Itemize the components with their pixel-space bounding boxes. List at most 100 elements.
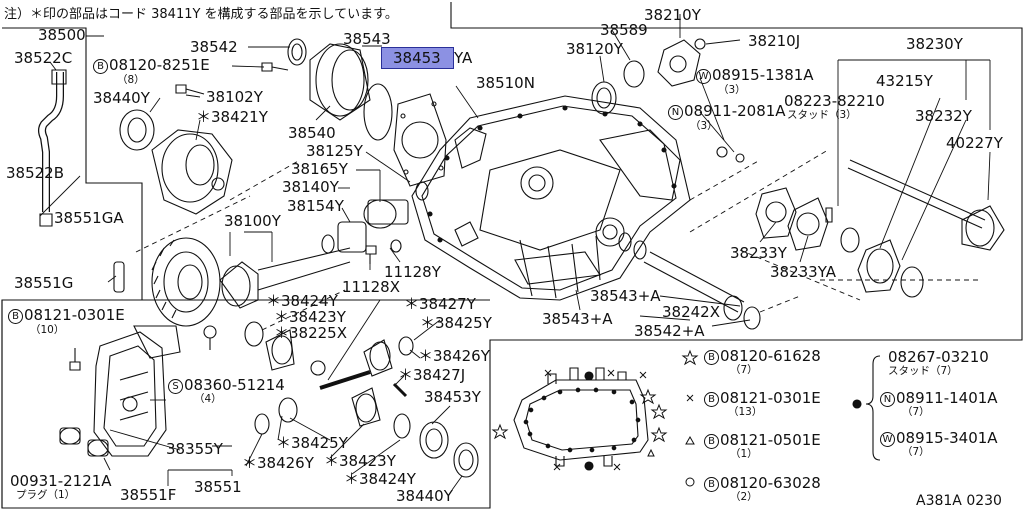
label-38551GA[interactable]: 38551GA bbox=[54, 209, 124, 227]
label-38423Y-a[interactable]: ＊38423Y bbox=[274, 308, 346, 326]
triangle-icon bbox=[686, 437, 694, 444]
label-38154Y[interactable]: 38154Y bbox=[287, 197, 344, 215]
label-38543[interactable]: 38543 bbox=[343, 30, 391, 48]
label-38427J[interactable]: ＊38427J bbox=[398, 366, 466, 384]
side-flanges bbox=[756, 188, 923, 297]
label-38165Y[interactable]: 38165Y bbox=[291, 160, 348, 178]
label-38551G[interactable]: 38551G bbox=[14, 274, 74, 292]
washer-prefix-icon: W bbox=[880, 432, 895, 447]
bolt-prefix-icon: B bbox=[704, 477, 719, 492]
label-38102Y[interactable]: 38102Y bbox=[206, 88, 263, 106]
star-icon bbox=[652, 405, 666, 418]
label-38233YA[interactable]: 38233YA bbox=[770, 263, 836, 281]
label-38140Y[interactable]: 38140Y bbox=[282, 178, 339, 196]
leader-lines bbox=[40, 14, 990, 326]
gasket-plate bbox=[394, 94, 446, 186]
label-38355Y[interactable]: 38355Y bbox=[166, 440, 223, 458]
label-38230Y[interactable]: 38230Y bbox=[906, 35, 963, 53]
side-retainer bbox=[310, 44, 370, 120]
label-38426Y-a[interactable]: ＊38426Y bbox=[418, 347, 490, 365]
label-38424Y-a[interactable]: ＊38424Y bbox=[266, 292, 338, 310]
label-38425Y-a[interactable]: ＊38425Y bbox=[420, 314, 492, 332]
label-38540[interactable]: 38540 bbox=[288, 124, 336, 142]
housing-bolt-holes bbox=[428, 106, 676, 242]
label-40227Y[interactable]: 40227Y bbox=[946, 134, 1003, 152]
label-38522C[interactable]: 38522C bbox=[14, 49, 73, 67]
label-38453Y[interactable]: 38453Y bbox=[424, 388, 481, 406]
diagram-code: A381A 0230 bbox=[916, 493, 1002, 509]
nut-prefix-icon: N bbox=[880, 392, 895, 407]
label-38120Y[interactable]: 38120Y bbox=[566, 40, 623, 58]
label-38543A-1[interactable]: 38543+A bbox=[590, 287, 661, 305]
label-38225X[interactable]: ＊38225X bbox=[274, 324, 347, 342]
label-38421Y[interactable]: ＊38421Y bbox=[196, 108, 268, 126]
axle-shaft-long bbox=[848, 160, 1004, 250]
qty-08360-51214: （4） bbox=[194, 393, 222, 405]
label-38125Y[interactable]: 38125Y bbox=[306, 142, 363, 160]
label-38233Y[interactable]: 38233Y bbox=[730, 244, 787, 262]
cover-legend-symbols bbox=[493, 351, 697, 486]
label-08223-82210[interactable]: 08223-82210 bbox=[784, 92, 885, 110]
cross-icon bbox=[554, 464, 560, 470]
label-38542A[interactable]: 38542+A bbox=[634, 322, 705, 340]
diff-gears bbox=[245, 322, 478, 477]
label-38425Y-b[interactable]: ＊38425Y bbox=[276, 434, 348, 452]
label-38232Y[interactable]: 38232Y bbox=[915, 107, 972, 125]
star-icon bbox=[683, 351, 697, 364]
dot-bracket bbox=[866, 356, 880, 460]
highlight-box bbox=[381, 47, 454, 69]
cover-bolt-marks bbox=[524, 372, 861, 470]
label-38242X[interactable]: 38242X bbox=[662, 303, 720, 321]
label-38510N[interactable]: 38510N bbox=[476, 74, 535, 92]
label-38542-top[interactable]: 38542 bbox=[190, 38, 238, 56]
label-38453-highlight[interactable]: 38453 bbox=[393, 49, 441, 67]
cross-icon bbox=[640, 372, 646, 378]
label-43215Y[interactable]: 43215Y bbox=[876, 72, 933, 90]
small-bolts-left bbox=[70, 326, 216, 370]
label-11128X[interactable]: 11128X bbox=[342, 278, 400, 296]
label-38440Y-bot[interactable]: 38440Y bbox=[396, 487, 453, 505]
label-38427Y[interactable]: ＊38427Y bbox=[404, 295, 476, 313]
label-38210Y[interactable]: 38210Y bbox=[644, 6, 701, 24]
label-00931-2121A[interactable]: 00931-2121A bbox=[10, 472, 112, 490]
label-38100Y[interactable]: 38100Y bbox=[224, 212, 281, 230]
legend-dot-washer-qty: （7） bbox=[902, 446, 930, 458]
label-38543A-2[interactable]: 38543+A bbox=[542, 310, 613, 328]
sub-00931-2121A: プラグ（1） bbox=[16, 489, 76, 501]
label-38453YA-suffix: YA bbox=[454, 49, 473, 67]
plugs bbox=[60, 428, 108, 456]
label-38589[interactable]: 38589 bbox=[600, 21, 648, 39]
label-38522B[interactable]: 38522B bbox=[6, 164, 65, 182]
cross-icon bbox=[614, 464, 620, 470]
label-38210J[interactable]: 38210J bbox=[748, 32, 801, 50]
legend-star-qty: （7） bbox=[730, 364, 758, 376]
label-38440Y-top[interactable]: 38440Y bbox=[93, 89, 150, 107]
star-icon bbox=[641, 390, 655, 403]
label-38423Y-b[interactable]: ＊38423Y bbox=[324, 452, 396, 470]
bearing-38440Y bbox=[120, 110, 154, 150]
oil-seal-38542 bbox=[288, 39, 306, 65]
label-38551F[interactable]: 38551F bbox=[120, 486, 177, 504]
circle-icon bbox=[686, 478, 694, 486]
label-38426Y-b[interactable]: ＊38426Y bbox=[242, 454, 314, 472]
label-11128Y[interactable]: 11128Y bbox=[384, 263, 441, 281]
bolt-prefix-icon: B bbox=[8, 309, 23, 324]
label-38424Y-b[interactable]: ＊38424Y bbox=[344, 470, 416, 488]
legend-dot-stud[interactable]: 08267-03210 bbox=[888, 348, 989, 366]
drive-pinion bbox=[220, 248, 350, 308]
label-38500[interactable]: 38500 bbox=[38, 26, 86, 44]
label-38551[interactable]: 38551 bbox=[194, 478, 242, 496]
